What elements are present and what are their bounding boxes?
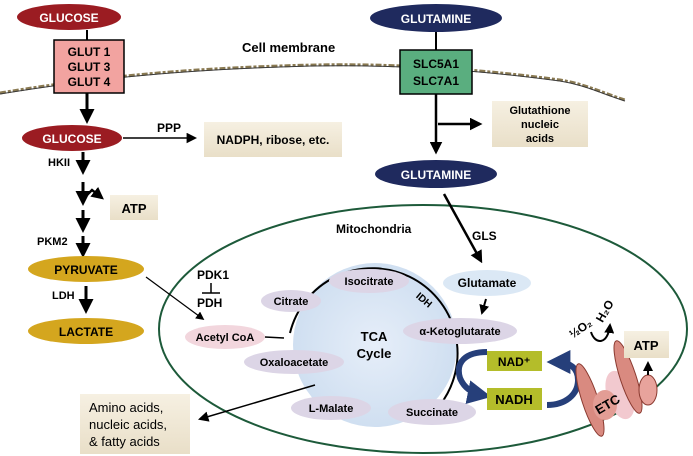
atp-branch-arrow xyxy=(86,186,104,200)
etc-complex-3 xyxy=(613,340,643,414)
l-malate-node xyxy=(291,396,371,420)
nadh-box xyxy=(487,388,542,410)
ppp-product-box xyxy=(204,122,342,157)
lactate-node xyxy=(28,318,144,344)
glutamate-node xyxy=(443,270,531,296)
glutamine-inside-node xyxy=(375,160,497,188)
pkm2-label: PKM2 xyxy=(37,236,68,248)
isocitrate-node xyxy=(329,269,409,293)
isocitrate-label: Isocitrate xyxy=(345,276,394,288)
etc-complex-2 xyxy=(593,390,617,420)
mitochondria-outline xyxy=(158,204,688,454)
tca-cycle-circle xyxy=(293,263,457,427)
atp-mito-label: ATP xyxy=(633,338,658,353)
oxaloacetate-label: Oxaloacetate xyxy=(260,357,328,369)
biosynthesis-line-2: nucleic acids, xyxy=(89,417,167,432)
glutathione-box xyxy=(492,101,588,147)
glutathione-line-3: acids xyxy=(526,133,554,145)
biosynthesis-line-3: & fatty acids xyxy=(89,434,160,449)
alpha-kg-label: α-Ketoglutarate xyxy=(419,326,500,338)
biosynthesis-line-1: Amino acids, xyxy=(89,400,163,415)
nadh-label: NADH xyxy=(495,392,533,407)
biosynthesis-box xyxy=(80,394,190,454)
glut1-label: GLUT 1 xyxy=(68,45,111,59)
glucose-inside-node xyxy=(22,125,122,151)
glutathione-line-2: nucleic xyxy=(521,119,559,131)
nad-plus-label: NAD⁺ xyxy=(498,355,530,369)
pyruvate-label: PYRUVATE xyxy=(54,263,118,277)
pyruvate-node xyxy=(28,256,144,282)
nad-to-nadh-arc xyxy=(455,349,492,404)
water-label: H₂O xyxy=(593,297,617,324)
atp-synthase xyxy=(638,374,658,406)
glutamine-outside-node xyxy=(370,4,502,32)
cell-membrane-label: Cell membrane xyxy=(242,40,335,55)
glutathione-line-1: Glutathione xyxy=(509,105,570,117)
atp-glycolysis-box xyxy=(110,195,158,220)
glut4-label: GLUT 4 xyxy=(68,75,111,89)
glutamate-to-akg-arrow xyxy=(479,298,490,315)
citrate-node xyxy=(261,290,321,312)
ppp-label: PPP xyxy=(157,121,181,135)
gls-arrow xyxy=(442,193,483,264)
pdk1-label: PDK1 xyxy=(197,268,229,282)
tca-label-line-1: TCA xyxy=(361,329,388,344)
lactate-label: LACTATE xyxy=(59,325,113,339)
alpha-kg-node xyxy=(403,318,517,344)
glut3-label: GLUT 3 xyxy=(68,60,111,74)
mitochondria-label: Mitochondria xyxy=(336,222,412,236)
tca-label-line-2: Cycle xyxy=(357,346,392,361)
tca-to-biosynthesis-arrow xyxy=(197,384,316,422)
glutamine-inside-label: GLUTAMINE xyxy=(401,168,471,182)
gls-label: GLS xyxy=(472,229,497,243)
oxygen-to-water-arrow xyxy=(590,323,615,342)
succinate-label: Succinate xyxy=(406,407,458,419)
slc7a1-label: SLC7A1 xyxy=(413,74,459,88)
glucose-outside-label: GLUCOSE xyxy=(39,11,98,25)
acetyl-coa-node xyxy=(185,325,265,349)
oxygen-label: ½O₂ xyxy=(566,316,594,342)
succinate-node xyxy=(388,399,476,425)
ppp-product-label: NADPH, ribose, etc. xyxy=(217,133,330,147)
hkii-label: HKII xyxy=(48,157,70,169)
acetylcoa-to-cycle-line xyxy=(264,336,285,339)
slc5a1-label: SLC5A1 xyxy=(413,57,459,71)
citrate-label: Citrate xyxy=(274,296,309,308)
nadh-to-nad-arc xyxy=(546,350,582,408)
pyruvate-to-acetylcoa-arrow xyxy=(145,276,205,320)
nad-plus-box xyxy=(487,351,542,371)
l-malate-label: L-Malate xyxy=(309,403,354,415)
glucose-outside-node xyxy=(17,4,121,30)
atp-mito-box xyxy=(624,331,669,358)
ldh-label: LDH xyxy=(52,290,75,302)
glucose-inside-label: GLUCOSE xyxy=(42,132,101,146)
glutamine-outside-label: GLUTAMINE xyxy=(401,12,471,26)
pdh-label: PDH xyxy=(197,296,222,310)
oxaloacetate-node xyxy=(244,350,344,374)
glutamate-label: Glutamate xyxy=(458,276,517,290)
acetyl-coa-label: Acetyl CoA xyxy=(196,332,255,344)
atp-glycolysis-label: ATP xyxy=(121,201,146,216)
glut-transporter-box xyxy=(53,39,125,94)
